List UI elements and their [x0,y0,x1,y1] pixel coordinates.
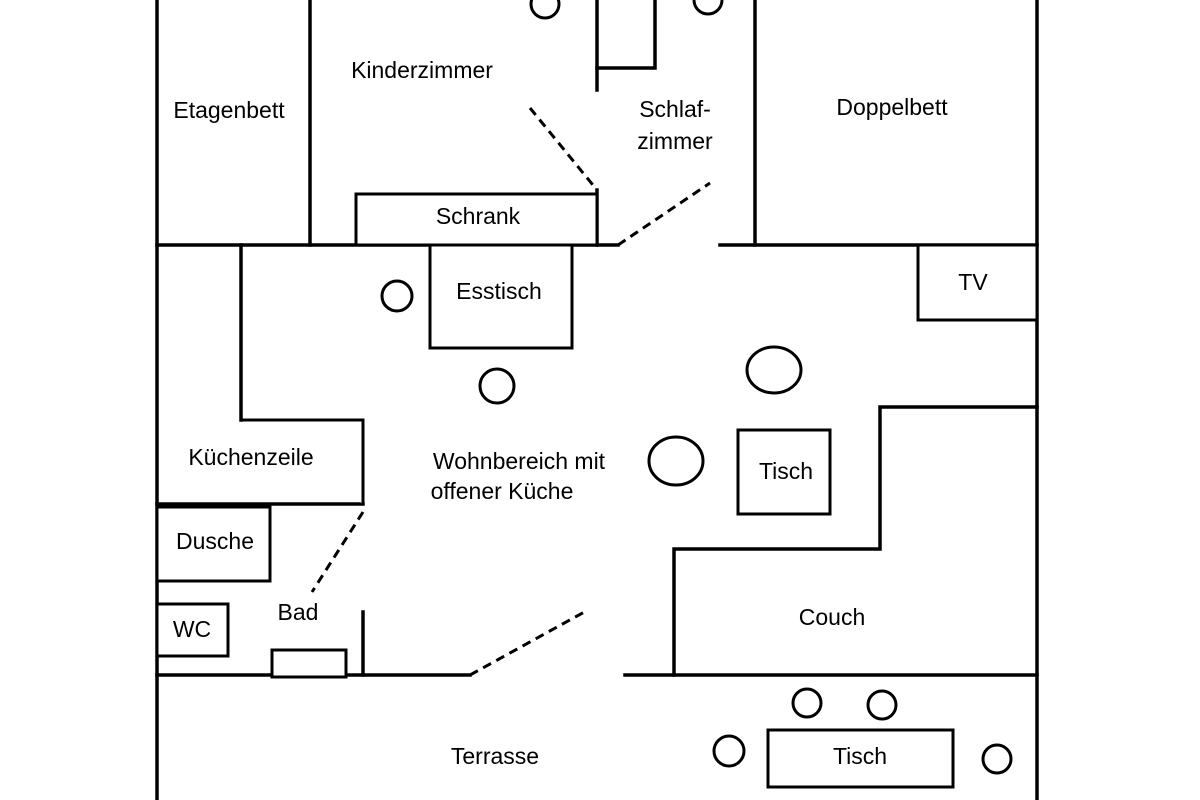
tisch-terrasse-box [766,728,955,789]
chair-icon [478,367,516,405]
chair-icon [712,734,746,768]
label-wohnbereich-2: offener Küche [431,478,574,504]
label-etagenbett: Etagenbett [173,97,285,123]
label-schlafzimmer-1: Schlaf- [639,96,711,122]
couch-outline [672,405,1039,677]
wc-box [155,602,230,658]
chair-icon [380,279,414,313]
door-bad[interactable] [310,511,365,593]
label-kuechenzeile: Küchenzeile [188,444,313,470]
armchair-icon [745,345,803,395]
label-terrasse: Terrasse [451,743,539,769]
label-tv: TV [958,269,988,295]
label-esstisch: Esstisch [456,278,542,304]
chair-icon [529,0,561,20]
label-tisch-wohnbereich: Tisch [759,458,813,484]
label-bad: Bad [278,599,319,625]
label-wohnbereich-1: Wohnbereich mit [433,448,606,474]
tisch-wohnbereich-box [736,428,832,516]
chair-icon [981,743,1013,775]
chair-icon [866,689,898,721]
label-couch: Couch [799,604,865,630]
door-schlafzimmer[interactable] [617,181,711,247]
chair-icon [692,0,724,16]
label-schlafzimmer-2: zimmer [637,128,713,154]
waschbecken-box [270,648,348,679]
furniture [155,192,1039,789]
chairs [380,0,1013,775]
kuechenzeile-box [241,418,365,504]
label-doppelbett: Doppelbett [836,94,948,120]
dusche-box [155,505,272,583]
tv-box [916,243,1039,322]
chair-icon [791,687,823,719]
labels: Kinderzimmer Etagenbett Schlaf- zimmer D… [173,57,989,769]
label-dusche: Dusche [176,528,254,554]
esstisch-box [428,243,574,350]
label-tisch-terrasse: Tisch [833,743,887,769]
armchair-icon [647,435,705,487]
door-kinderzimmer[interactable] [528,107,599,191]
label-kinderzimmer: Kinderzimmer [351,57,493,83]
outer-walls [155,0,1039,800]
door-terrasse[interactable] [469,608,589,677]
label-wc: WC [173,616,211,642]
label-schrank: Schrank [436,203,521,229]
doors [310,107,711,677]
